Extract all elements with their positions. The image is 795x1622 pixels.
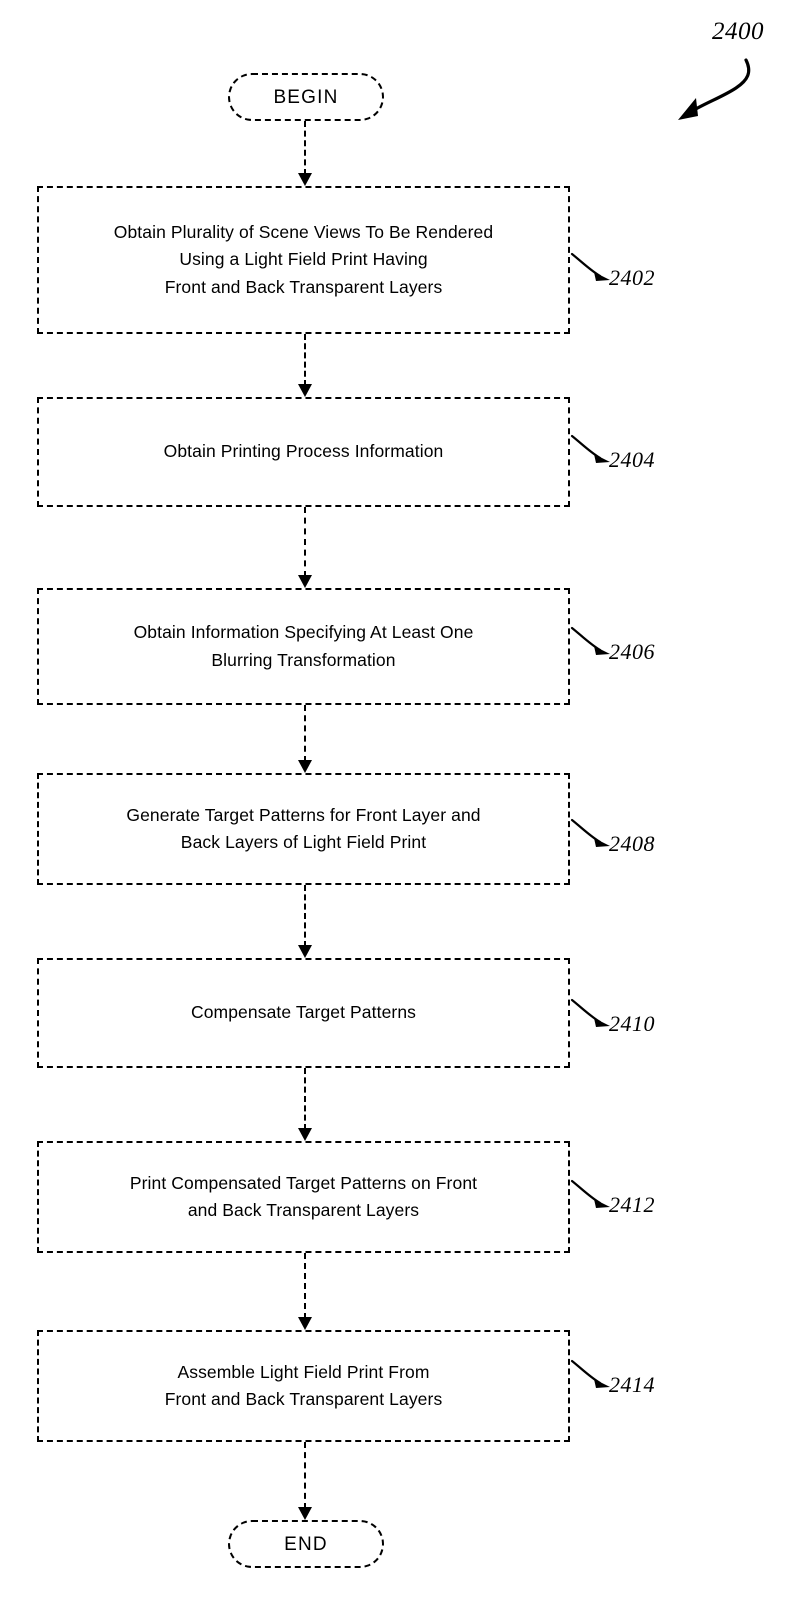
process-box-2408-text: Generate Target Patterns for Front Layer… [126, 804, 481, 852]
process-box-2402-text: Obtain Plurality of Scene Views To Be Re… [113, 222, 494, 297]
terminator-end-label: END [284, 1533, 328, 1555]
reference-numeral-2408: 2408 [609, 831, 655, 856]
reference-numeral-2406: 2406 [609, 639, 655, 664]
connector-line [304, 1068, 306, 1130]
leader-line-2412 [570, 1179, 614, 1213]
process-box-2414-text: Assemble Light Field Print From Front an… [164, 1361, 443, 1409]
connector-line [304, 1442, 306, 1509]
arrowhead-icon [298, 1317, 312, 1330]
reference-numeral-2412: 2412 [609, 1192, 655, 1217]
figure-number-leader-arrow [668, 58, 758, 128]
terminator-begin: BEGIN [228, 73, 384, 121]
arrowhead-icon [298, 575, 312, 588]
connector-line [304, 334, 306, 386]
leader-line-2410 [570, 998, 614, 1032]
arrowhead-icon [298, 173, 312, 186]
process-box-2406: Obtain Information Specifying At Least O… [37, 588, 570, 705]
connector-2412-to-2414 [297, 1253, 313, 1330]
reference-numeral-2414: 2414 [609, 1372, 655, 1397]
terminator-end: END [228, 1520, 384, 1568]
process-box-2404: Obtain Printing Process Information [37, 397, 570, 507]
figure-number-label: 2400 [712, 18, 764, 45]
process-box-2412-text: Print Compensated Target Patterns on Fro… [129, 1172, 478, 1220]
connector-2404-to-2406 [297, 507, 313, 588]
process-box-2410-text: Compensate Target Patterns [190, 1002, 417, 1023]
process-box-2408: Generate Target Patterns for Front Layer… [37, 773, 570, 885]
reference-numeral-2410: 2410 [609, 1011, 655, 1036]
arrowhead-icon [298, 945, 312, 958]
terminator-begin-label: BEGIN [273, 86, 339, 108]
process-box-2412: Print Compensated Target Patterns on Fro… [37, 1141, 570, 1253]
connector-2406-to-2408 [297, 705, 313, 773]
arrowhead-icon [298, 760, 312, 773]
leader-line-2414 [570, 1359, 614, 1393]
leader-line-2404 [570, 434, 614, 468]
process-box-2402: Obtain Plurality of Scene Views To Be Re… [37, 186, 570, 334]
arrowhead-icon [298, 384, 312, 397]
leader-line-2408 [570, 818, 614, 852]
arrowhead-icon [298, 1507, 312, 1520]
leader-line-2406 [570, 626, 614, 660]
connector-begin-to-2402 [297, 121, 313, 186]
connector-line [304, 705, 306, 762]
leader-line-2402 [570, 252, 614, 286]
connector-2414-to-end [297, 1442, 313, 1520]
process-box-2406-text: Obtain Information Specifying At Least O… [133, 622, 474, 670]
connector-line [304, 121, 306, 175]
reference-numeral-2402: 2402 [609, 265, 655, 290]
connector-2410-to-2412 [297, 1068, 313, 1141]
process-box-2404-text: Obtain Printing Process Information [163, 441, 444, 462]
process-box-2410: Compensate Target Patterns [37, 958, 570, 1068]
process-box-2414: Assemble Light Field Print From Front an… [37, 1330, 570, 1442]
connector-line [304, 1253, 306, 1319]
arrowhead-icon [298, 1128, 312, 1141]
connector-line [304, 885, 306, 947]
connector-line [304, 507, 306, 577]
reference-numeral-2404: 2404 [609, 447, 655, 472]
connector-2408-to-2410 [297, 885, 313, 958]
connector-2402-to-2404 [297, 334, 313, 397]
